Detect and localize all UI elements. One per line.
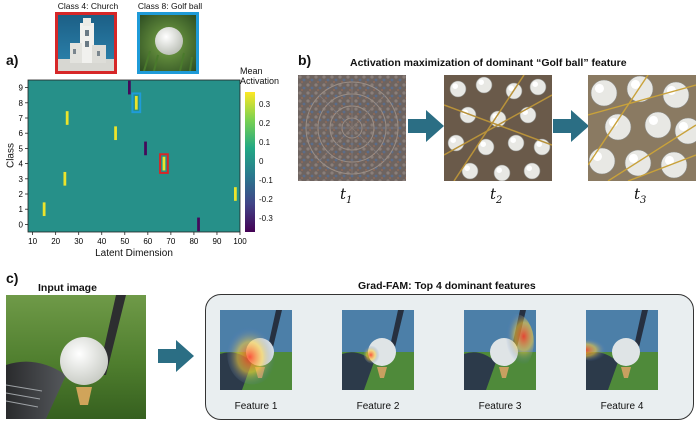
- golf-image: [140, 15, 196, 71]
- x-tick-label: 10: [28, 237, 37, 246]
- y-tick-label: 1: [19, 205, 24, 214]
- feature-2: Feature 2: [342, 310, 414, 412]
- golf-ball-blob: [529, 78, 547, 96]
- feature-4: Feature 4: [577, 310, 658, 412]
- y-tick-label: 4: [19, 160, 24, 169]
- x-tick-label: 20: [51, 237, 60, 246]
- golf-ball-blob: [588, 147, 616, 175]
- golf-ball-blob: [459, 106, 477, 124]
- arrow-t2-t3: [553, 110, 589, 142]
- heatmap-chart: 10 20 30 40 50 60 70 80 90 100 0 1 2 3 4 5 6 7 8 9: [19, 79, 247, 246]
- colorbar-ticks: 0.3 0.2 0.1 0 -0.1 -0.2 -0.3: [257, 92, 297, 232]
- feature-row: Feature 1 Feature 2 Feature 3 Feature 4: [205, 310, 694, 420]
- heatmap-highlight-golf: [131, 92, 142, 114]
- feature-heatmap-image: [464, 310, 536, 390]
- golf-ball-blob: [660, 151, 688, 179]
- x-tick-label: 60: [143, 237, 152, 246]
- x-tick-label: 40: [97, 237, 106, 246]
- heatmap-cell: [63, 171, 67, 186]
- x-tick-label: 30: [74, 237, 83, 246]
- panel-b-title: Activation maximization of dominant “Gol…: [350, 57, 627, 69]
- feature-1: Feature 1: [220, 310, 292, 412]
- y-tick-label: 3: [19, 175, 24, 184]
- step-label-t1: t1: [340, 185, 353, 206]
- golf-thumbnail: [137, 12, 199, 74]
- feature-heatmap-image: [342, 310, 414, 390]
- colorbar-tick-label: -0.1: [259, 175, 273, 185]
- activation-image-t3: [588, 75, 696, 181]
- y-tick-label: 5: [19, 144, 24, 153]
- gradfam-title: Grad-FAM: Top 4 dominant features: [358, 280, 536, 292]
- golf-ball-blob: [523, 162, 541, 180]
- heatmap-highlight-church: [159, 153, 169, 174]
- x-tick-label: 100: [233, 237, 247, 246]
- colorbar-tick-label: 0.3: [259, 100, 271, 110]
- panel-b-label: b): [298, 52, 312, 68]
- y-tick-label: 0: [19, 220, 24, 229]
- golf-ball-blob: [449, 80, 467, 98]
- colorbar-tick-label: 0.2: [259, 119, 271, 129]
- golf-ball-blob: [624, 149, 652, 177]
- x-tick-label: 70: [166, 237, 175, 246]
- church-caption: Class 4: Church: [57, 1, 119, 11]
- y-tick-label: 9: [19, 84, 24, 93]
- activation-image-t1: [298, 75, 406, 181]
- feature-caption: Feature 1: [234, 401, 278, 412]
- feature-heatmap-image: [220, 310, 292, 390]
- colorbar-tick-label: -0.2: [259, 194, 273, 204]
- feature-caption: Feature 3: [478, 401, 522, 412]
- arrow-input-to-gradfam: [158, 340, 194, 372]
- heatmap-cell: [144, 141, 147, 156]
- golf-ball-blob: [644, 111, 672, 139]
- x-tick-label: 90: [213, 237, 222, 246]
- church-thumbnail: [55, 12, 117, 74]
- colorbar-tick-label: 0: [259, 157, 264, 166]
- heatmap-background: [28, 80, 240, 232]
- church-image: [58, 15, 114, 71]
- heatmap-cell: [65, 111, 69, 125]
- heatmap-cell: [197, 217, 200, 232]
- colorbar-tick-label: 0.1: [259, 138, 271, 148]
- arrow-t1-t2: [408, 110, 444, 142]
- panel-a-label: a): [6, 52, 19, 68]
- heatmap-cell: [134, 95, 138, 110]
- y-tick-label: 2: [19, 190, 24, 199]
- y-tick-label: 7: [19, 114, 24, 123]
- golf-ball-blob: [475, 76, 493, 94]
- heatmap-cell: [114, 126, 117, 141]
- colorbar-title-line1: Mean: [240, 66, 263, 76]
- heatmap-cell: [42, 202, 46, 217]
- step-label-t2: t2: [490, 185, 503, 206]
- golf-ball-blob: [662, 81, 690, 109]
- y-tick-label: 6: [19, 129, 24, 138]
- activation-image-t2: [444, 75, 552, 181]
- golf-ball-blob: [493, 164, 511, 181]
- golf-ball-blob: [590, 79, 618, 107]
- x-tick-label: 80: [189, 237, 198, 246]
- feature-heatmap-image: [577, 310, 658, 390]
- input-image-title: Input image: [38, 282, 97, 294]
- feature-3: Feature 3: [464, 310, 536, 412]
- x-tick-label: 50: [120, 237, 129, 246]
- feature-caption: Feature 2: [356, 401, 400, 412]
- x-axis-label: Latent Dimension: [95, 248, 173, 259]
- colorbar: [245, 92, 255, 232]
- heatmap-cell: [162, 156, 166, 171]
- colorbar-tick-label: -0.3: [259, 213, 273, 223]
- colorbar-title: Mean Activation: [240, 66, 279, 86]
- heatmap-cell: [128, 80, 131, 95]
- golf-ball-blob: [604, 113, 632, 141]
- heatmap-cell: [234, 187, 237, 201]
- input-image: [6, 295, 146, 419]
- golf-ball-blob: [519, 106, 537, 124]
- golf-ball-blob: [507, 134, 525, 152]
- colorbar-title-line2: Activation: [240, 76, 280, 86]
- feature-caption: Feature 4: [600, 401, 644, 412]
- y-tick-label: 8: [19, 99, 24, 108]
- panel-c-label: c): [6, 270, 19, 286]
- golf-caption: Class 8: Golf ball: [137, 1, 203, 11]
- step-label-t3: t3: [634, 185, 647, 206]
